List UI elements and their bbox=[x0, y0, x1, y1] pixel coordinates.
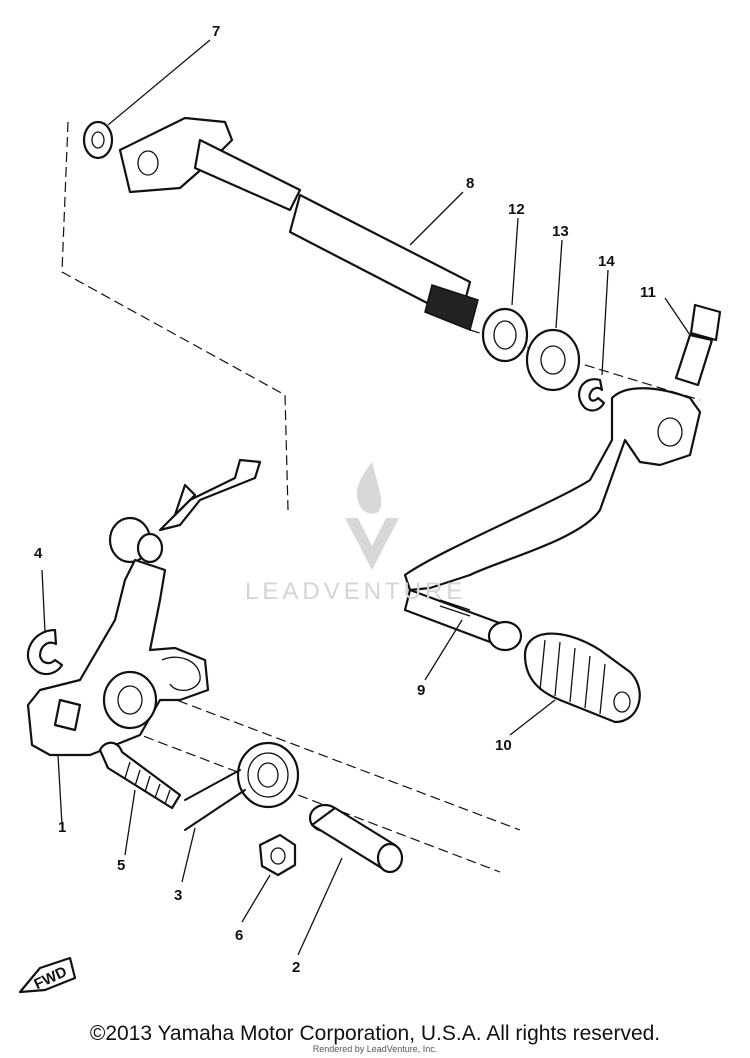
fwd-arrow-icon: FWD bbox=[18, 956, 77, 993]
circlip-part-14 bbox=[578, 378, 606, 412]
callout-4: 4 bbox=[34, 545, 43, 562]
shift-shaft-part-8 bbox=[118, 116, 479, 332]
callout-2: 2 bbox=[292, 959, 300, 976]
spring-part-3 bbox=[184, 741, 300, 831]
callout-7: 7 bbox=[212, 23, 220, 40]
callout-6: 6 bbox=[235, 927, 243, 944]
callout-9: 9 bbox=[417, 682, 425, 699]
pedal-rubber-part-10 bbox=[523, 632, 641, 724]
washer-part-7 bbox=[82, 120, 114, 160]
assembly-guide-lines bbox=[61, 121, 701, 873]
callout-3: 3 bbox=[174, 887, 182, 904]
washer-part-13 bbox=[525, 328, 581, 392]
pin-part-2 bbox=[308, 803, 404, 874]
callout-11: 11 bbox=[640, 284, 656, 301]
copyright-notice: ©2013 Yamaha Motor Corporation, U.S.A. A… bbox=[89, 1022, 661, 1045]
adjusting-bolt-part-5 bbox=[98, 741, 182, 810]
bolt-part-11 bbox=[674, 303, 722, 387]
callout-8: 8 bbox=[466, 175, 474, 192]
oil-seal-part-12 bbox=[481, 307, 529, 363]
watermark-text: LEADVENTURE bbox=[245, 578, 467, 605]
shift-arm-part-1 bbox=[26, 458, 262, 757]
callout-5: 5 bbox=[117, 857, 125, 874]
callout-13: 13 bbox=[552, 223, 569, 240]
parts-diagram: FWD 1 2 3 4 5 6 7 8 9 10 11 12 13 14 bbox=[18, 23, 722, 993]
shift-pedal-part-9 bbox=[403, 387, 702, 652]
callout-14: 14 bbox=[598, 253, 615, 270]
nut-part-6 bbox=[258, 833, 297, 877]
callout-12: 12 bbox=[508, 201, 525, 218]
callout-10: 10 bbox=[495, 737, 512, 754]
watermark-logo-icon bbox=[345, 462, 399, 570]
callout-numbers: 1 2 3 4 5 6 7 8 9 10 11 12 13 14 bbox=[34, 23, 656, 976]
callout-1: 1 bbox=[58, 819, 66, 836]
rendered-by-notice: Rendered by LeadVenture, Inc. bbox=[312, 1044, 438, 1054]
leader-lines bbox=[41, 39, 691, 956]
circlip-part-4 bbox=[26, 628, 64, 676]
